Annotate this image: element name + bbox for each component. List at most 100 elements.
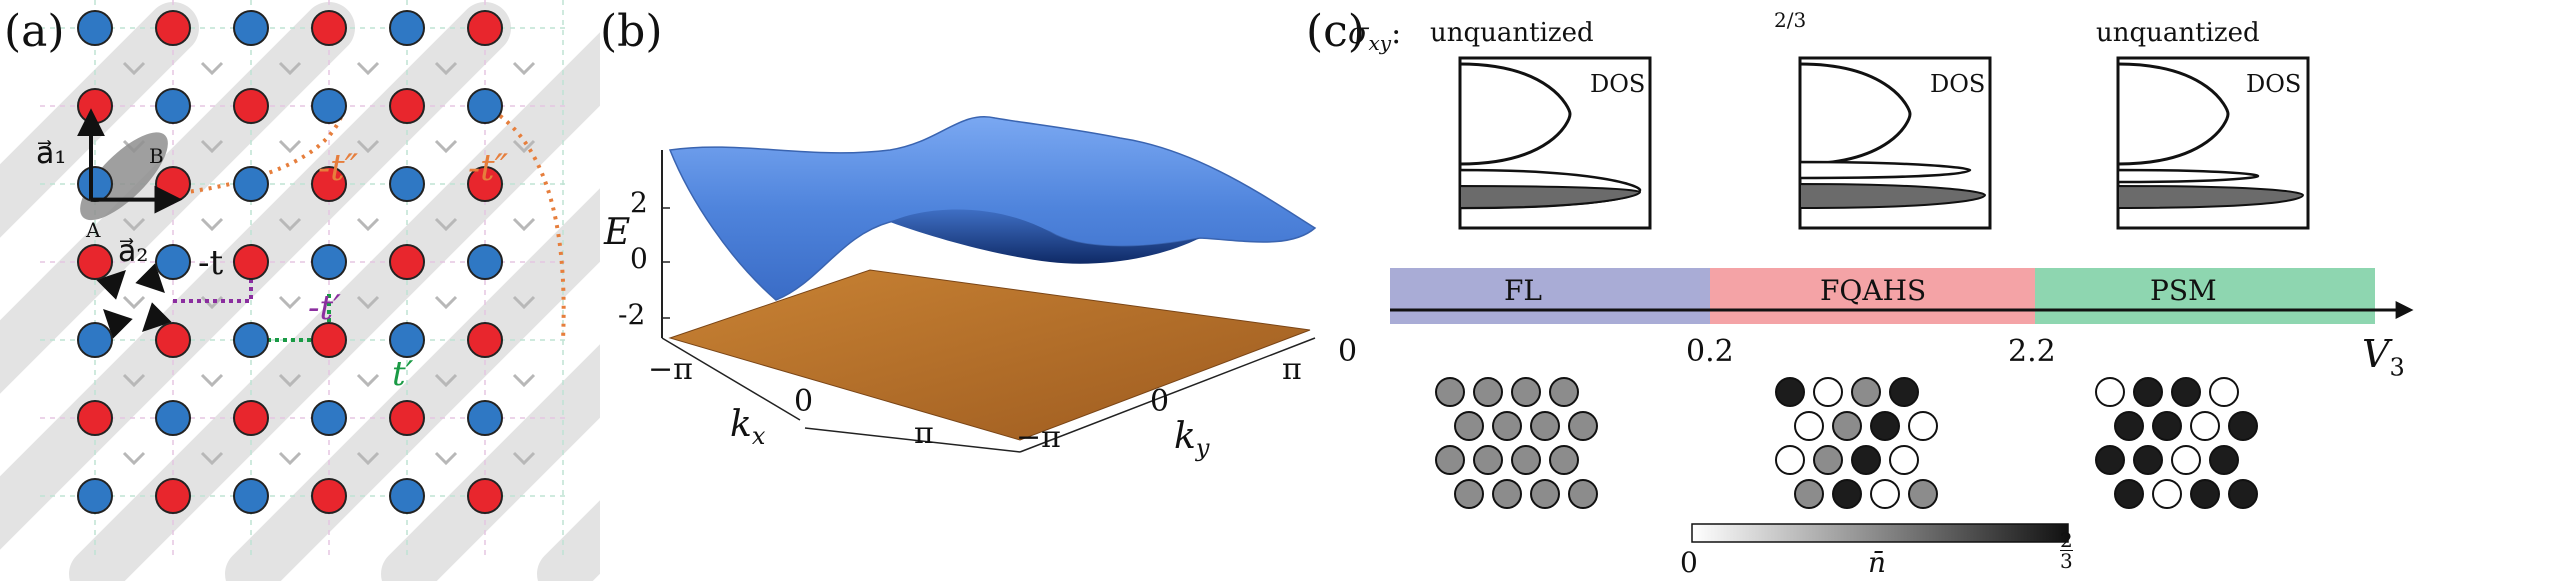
dos-upper-band: [1459, 62, 1572, 166]
site-a: [389, 88, 425, 124]
density-site: [1511, 445, 1541, 475]
kx-tick-label-pi: π: [914, 416, 934, 451]
hopping-chevron: [200, 139, 224, 154]
dimer-band: [225, 188, 600, 581]
density-site: [2228, 411, 2258, 441]
panel-c: (c) σxy: unquantized 2/3 unquantized DOS…: [1306, 0, 2560, 581]
site-a: [155, 478, 191, 514]
density-site: [1492, 411, 1522, 441]
phase-region-psm: [2035, 268, 2375, 324]
panel-c-label: (c): [1306, 6, 1365, 57]
e-axis-label: E: [604, 212, 631, 253]
dos-label-psm: DOS: [2246, 70, 2302, 98]
density-site: [1889, 445, 1919, 475]
kx-axis-subscript: x: [751, 422, 766, 451]
hopping-chevron: [434, 295, 458, 310]
panel-a: (a) a⃗₁ a⃗₂ A B -t -t′ t′ -t″ -t″: [0, 0, 600, 581]
vector-a2-label: a⃗₂: [118, 234, 149, 269]
site-b: [233, 10, 269, 46]
site-b: [233, 166, 269, 202]
site-b: [77, 322, 113, 358]
density-site: [1530, 411, 1560, 441]
hopping-chevron: [356, 373, 380, 388]
density-site: [2114, 411, 2144, 441]
hopping-chevron: [356, 61, 380, 76]
site-b: [233, 322, 269, 358]
hop-t-path-2: [135, 263, 165, 293]
dos-lower-band-filled: [2117, 184, 2305, 210]
density-site: [1435, 377, 1465, 407]
v3-axis-label: V3: [2362, 332, 2405, 382]
site-b: [233, 478, 269, 514]
density-site: [1813, 377, 1843, 407]
site-a: [467, 322, 503, 358]
panel-b: (b) E 2 0 -2 −π 0 π −π 0 π kx ky: [600, 0, 1340, 581]
dimer-band: [69, 32, 600, 581]
site-a: [311, 478, 347, 514]
site-a: [77, 400, 113, 436]
hop-t-double-prime-label-1: -t″: [318, 148, 359, 189]
site-b: [467, 400, 503, 436]
site-a: [311, 166, 347, 202]
density-site: [2095, 377, 2125, 407]
density-site: [1851, 445, 1881, 475]
site-a: [155, 10, 191, 46]
site-b: [389, 322, 425, 358]
density-site: [1832, 479, 1862, 509]
density-site: [1511, 377, 1541, 407]
hop-t-prime-neg-label: -t′: [308, 288, 341, 328]
e-tick-label-neg2: -2: [618, 298, 646, 331]
density-site: [1435, 445, 1465, 475]
density-site: [1870, 411, 1900, 441]
dos-lower-band-empty: [1798, 160, 1972, 180]
vector-a1-label: a⃗₁: [36, 136, 67, 171]
density-site: [1851, 377, 1881, 407]
ky-axis-symbol: k: [1174, 416, 1196, 457]
e-tick-label-0: 0: [630, 242, 648, 275]
site-a: [233, 400, 269, 436]
hopping-chevron: [122, 61, 146, 76]
density-site: [1473, 377, 1503, 407]
hopping-chevron: [200, 451, 224, 466]
ky-axis-label: ky: [1174, 416, 1209, 462]
density-site: [2095, 445, 2125, 475]
hopping-chevron: [122, 373, 146, 388]
density-site: [1832, 411, 1862, 441]
phase-region-fqahs: [1710, 268, 2035, 324]
site-b: [311, 244, 347, 280]
density-site: [2133, 445, 2163, 475]
density-site: [2171, 445, 2201, 475]
hopping-chevron: [122, 295, 146, 310]
density-site: [1568, 411, 1598, 441]
density-site: [1870, 479, 1900, 509]
axis-tick-0-2: 0.2: [1686, 334, 1734, 369]
site-b: [389, 166, 425, 202]
site-a: [77, 88, 113, 124]
sigma-value-psm: unquantized: [2096, 18, 2260, 48]
density-site: [2190, 479, 2220, 509]
site-a: [467, 166, 503, 202]
site-a: [311, 10, 347, 46]
density-site: [2228, 479, 2258, 509]
dos-lower-band-filled: [1459, 184, 1642, 210]
density-site: [1492, 479, 1522, 509]
density-site: [2133, 377, 2163, 407]
phase-diagram: [1390, 56, 2414, 543]
density-site: [1454, 411, 1484, 441]
colorbar-min-label: 0: [1680, 546, 1698, 579]
density-site: [1530, 479, 1560, 509]
site-b: [389, 10, 425, 46]
site-a: [233, 88, 269, 124]
hop-t-prime-pos-label: t′: [392, 354, 414, 394]
colorbar-max-label: 2 3: [2060, 530, 2073, 571]
site-a: [389, 244, 425, 280]
hopping-chevron: [356, 217, 380, 232]
hopping-chevron: [434, 451, 458, 466]
lower-band-surface: [668, 269, 1311, 441]
sigma-symbol: σ: [1348, 16, 1369, 51]
axis-tick-2-2: 2.2: [2008, 334, 2056, 369]
site-b: [155, 244, 191, 280]
hopping-chevron: [356, 139, 380, 154]
site-a: [77, 244, 113, 280]
site-b: [77, 10, 113, 46]
